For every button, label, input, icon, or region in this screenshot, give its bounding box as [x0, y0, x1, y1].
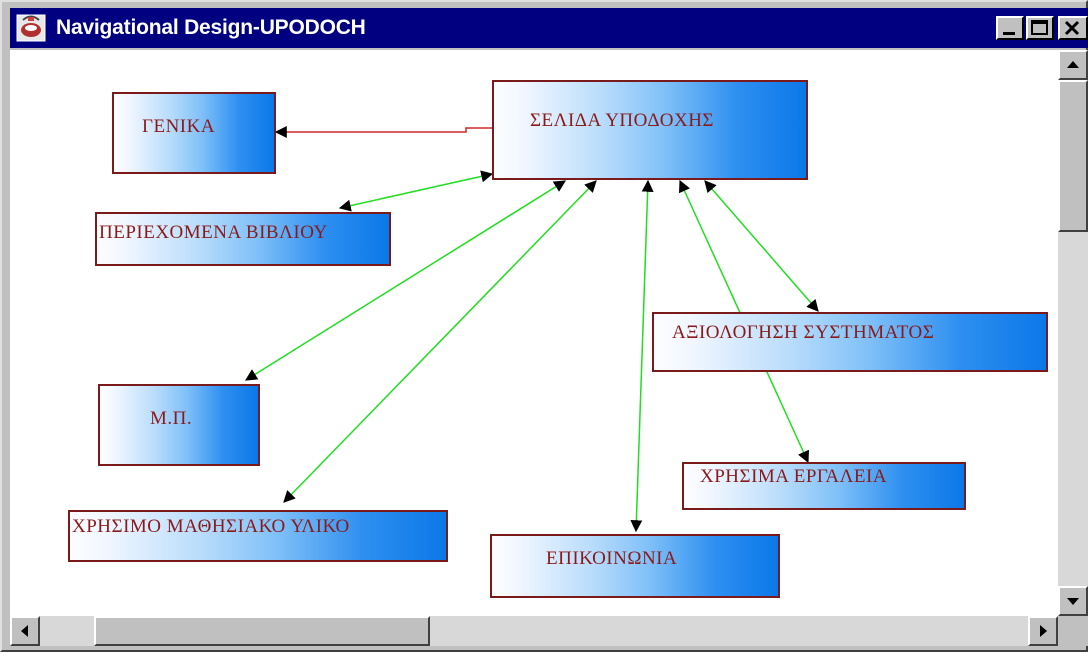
link-home-contents	[338, 170, 494, 212]
arrow-down-icon	[1067, 598, 1079, 605]
vertical-scrollbar[interactable]	[1058, 50, 1088, 616]
node-book-contents[interactable]: ΠΕΡΙΕΧΟΜΕΝΑ ΒΙΒΛΙΟΥ	[95, 212, 391, 266]
maximize-button[interactable]	[1026, 16, 1054, 40]
link-home-contact	[630, 179, 654, 533]
node-label: ΣΕΛΙΔΑ ΥΠΟΔΟΧΗΣ	[530, 110, 714, 131]
node-mp[interactable]: Μ.Π.	[98, 384, 260, 466]
close-button[interactable]	[1058, 16, 1088, 40]
vertical-scroll-thumb[interactable]	[1058, 80, 1088, 232]
node-system-evaluation[interactable]: ΑΞΙΟΛΟΓΗΣΗ ΣΥΣΤΗΜΑΤΟΣ	[652, 312, 1048, 372]
scrollbar-corner	[1058, 616, 1088, 646]
horizontal-scroll-thumb[interactable]	[94, 616, 430, 646]
title-bar[interactable]: Navigational Design-UPODOCH	[10, 8, 1088, 48]
minimize-icon	[1003, 32, 1015, 35]
minimize-button[interactable]	[996, 16, 1024, 40]
close-icon	[1064, 20, 1080, 36]
app-icon[interactable]	[16, 14, 46, 42]
node-useful-tools[interactable]: ΧΡΗΣΙΜΑ ΕΡΓΑΛΕΙΑ	[682, 462, 966, 510]
link-home-mp	[244, 180, 567, 381]
scroll-left-button[interactable]	[10, 616, 40, 646]
node-label: ΕΠΙΚΟΙΝΩΝΙΑ	[546, 548, 678, 569]
node-contact[interactable]: ΕΠΙΚΟΙΝΩΝΙΑ	[490, 534, 780, 598]
node-general[interactable]: ΓΕΝΙΚΑ	[112, 92, 276, 174]
node-label: ΧΡΗΣΙΜΟ ΜΑΘΗΣΙΑΚΟ ΥΛΙΚΟ	[72, 516, 350, 537]
link-home-material	[283, 180, 597, 503]
maximize-icon	[1031, 20, 1048, 35]
navigation-diagram-canvas: ΣΕΛΙΔΑ ΥΠΟΔΟΧΗΣ ΓΕΝΙΚΑ ΠΕΡΙΕΧΟΜΕΝΑ ΒΙΒΛΙ…	[10, 50, 1058, 616]
horizontal-scrollbar[interactable]	[10, 616, 1058, 646]
scroll-right-button[interactable]	[1028, 616, 1058, 646]
scroll-up-button[interactable]	[1058, 50, 1088, 80]
window-title: Navigational Design-UPODOCH	[56, 16, 366, 39]
node-label: ΧΡΗΣΙΜΑ ΕΡΓΑΛΕΙΑ	[700, 466, 888, 487]
link-home-evaluation	[704, 180, 819, 312]
arrow-left-icon	[21, 625, 28, 637]
node-useful-learning-material[interactable]: ΧΡΗΣΙΜΟ ΜΑΘΗΣΙΑΚΟ ΥΛΙΚΟ	[68, 510, 448, 562]
arrow-right-icon	[1040, 625, 1047, 637]
scroll-down-button[interactable]	[1058, 586, 1088, 616]
node-home-page[interactable]: ΣΕΛΙΔΑ ΥΠΟΔΟΧΗΣ	[492, 80, 808, 180]
node-label: ΑΞΙΟΛΟΓΗΣΗ ΣΥΣΤΗΜΑΤΟΣ	[672, 322, 935, 343]
node-label: ΠΕΡΙΕΧΟΜΕΝΑ ΒΙΒΛΙΟΥ	[99, 222, 328, 243]
node-label: Μ.Π.	[150, 408, 193, 429]
node-label: ΓΕΝΙΚΑ	[142, 116, 216, 137]
link-home-general	[274, 126, 492, 138]
arrow-up-icon	[1067, 61, 1079, 68]
